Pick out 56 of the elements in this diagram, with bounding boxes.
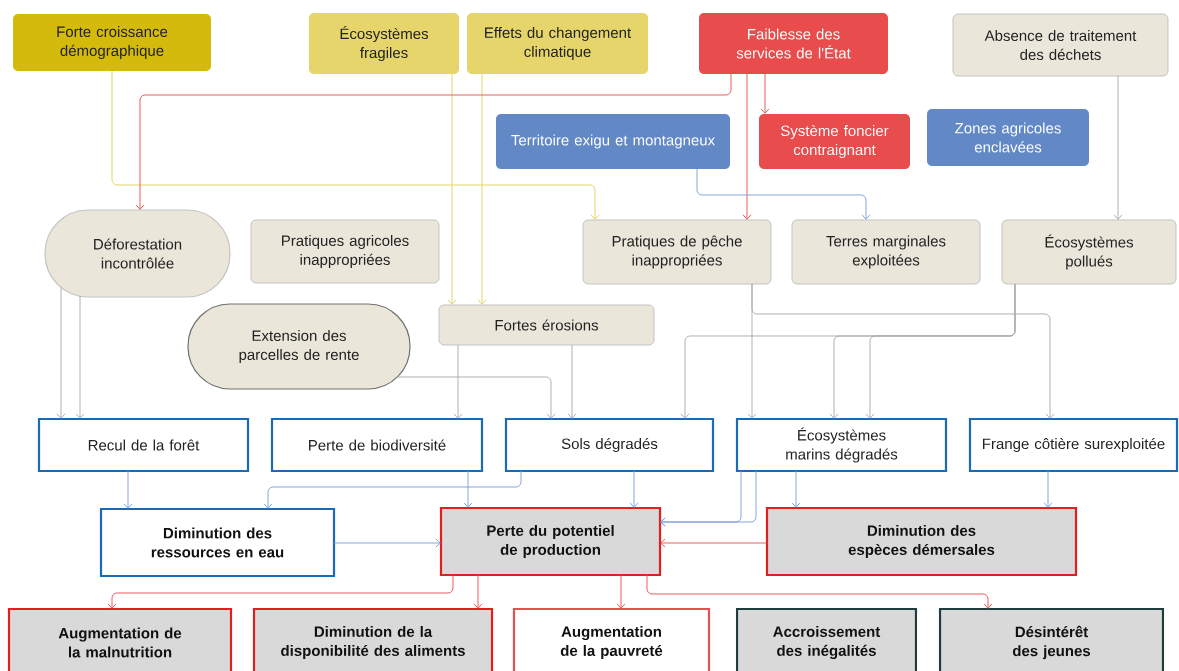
factor-pill: Déforestation incontrôlée (44, 209, 231, 298)
cause-box: Effets du changement climatique (467, 13, 648, 74)
arrow (453, 344, 463, 419)
problem-box: Perte de biodiversité (270, 417, 484, 473)
arrow (660, 538, 768, 548)
cause-box: Territoire exigu et montagneux (496, 114, 730, 169)
cause-box: Écosystèmes fragiles (309, 13, 459, 74)
arrow (396, 376, 556, 419)
arrow (111, 70, 600, 220)
arrow (865, 283, 1016, 419)
arrow (567, 344, 577, 419)
effect-box: Diminution des espèces démersales (765, 506, 1078, 577)
problem-box: Sols dégradés (504, 417, 715, 473)
effect-box: Désintérêt des jeunes (938, 607, 1165, 671)
problem-box: Frange côtière surexploitée (968, 417, 1179, 473)
arrow (629, 470, 639, 508)
arrow (75, 295, 85, 419)
arrow (135, 73, 732, 210)
arrow (646, 574, 993, 609)
factor-box: Terres marginales exploitées (791, 219, 981, 285)
problem-box: Écosystèmes marins dégradés (735, 417, 948, 473)
effect-box: Augmentation de la malnutrition (7, 607, 233, 671)
cause-box: Système foncier contraignant (759, 114, 910, 169)
effect-box: Diminution de la disponibilité des aliments (252, 607, 494, 671)
effect-box: Perte du potentiel de production (439, 506, 662, 577)
factor-box: Pratiques de pêche inappropriées (582, 219, 772, 285)
arrow (760, 73, 770, 114)
arrow (56, 286, 66, 419)
cause-box: Zones agricoles enclavées (927, 109, 1089, 166)
arrow (463, 470, 473, 508)
factor-box: Fortes érosions (438, 304, 655, 346)
cause-box: Forte croissance démographique (13, 14, 211, 71)
arrow (263, 470, 522, 509)
problem-box: Recul de la forêt (37, 417, 250, 473)
factor-box: Pratiques agricoles inappropriées (250, 219, 440, 284)
arrow (696, 168, 871, 220)
arrow (1113, 75, 1123, 220)
arrow (791, 470, 801, 508)
arrow (473, 574, 483, 609)
arrow (333, 538, 441, 548)
arrow (447, 73, 457, 305)
arrow (616, 574, 626, 609)
factor-pill: Extension des parcelles de rente (187, 303, 411, 390)
factor-box: Écosystèmes pollués (1001, 219, 1177, 285)
effect-box: Accroissement des inégalités (735, 607, 918, 671)
arrow (123, 470, 133, 509)
cause-box: Faiblesse des services de l'État (699, 13, 888, 74)
factor-box: Absence de traitement des déchets (952, 13, 1169, 77)
effect-box: Augmentation de la pauvreté (512, 607, 711, 671)
arrow (107, 574, 454, 609)
arrow (751, 283, 1055, 419)
problem-box: Diminution des ressources en eau (99, 507, 336, 578)
arrow (660, 470, 757, 527)
arrow (1043, 470, 1053, 508)
arrow (477, 73, 487, 305)
arrow (742, 73, 752, 220)
